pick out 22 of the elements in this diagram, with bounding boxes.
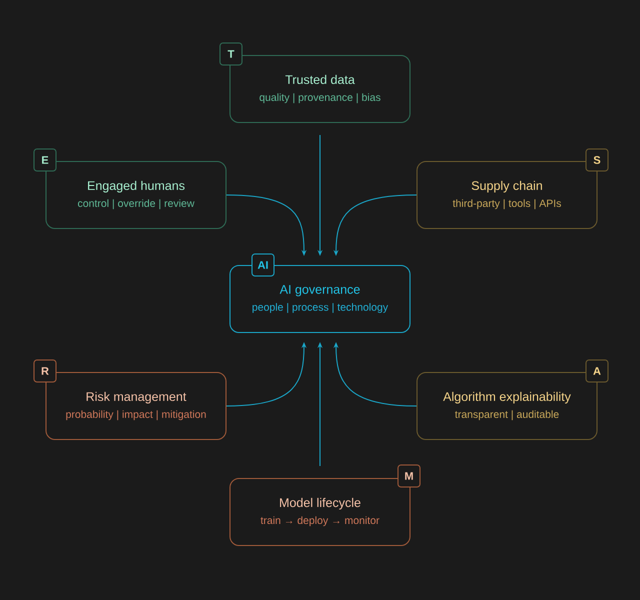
node-subtitle: people | process | technology (252, 303, 388, 313)
letter-badge: AI (252, 254, 274, 276)
node-subtitle: control | override | review (78, 199, 194, 210)
letter-badge: A (586, 360, 608, 382)
node-subtitle: probability | impact | mitigation (66, 410, 206, 420)
letter-badge: M (398, 464, 420, 488)
node-title: Model lifecycle (280, 498, 360, 510)
card-box (230, 478, 410, 546)
node-title: AI governance (280, 285, 360, 296)
node-subtitle: train → deploy → monitor (260, 516, 380, 526)
node-title: Engaged humans (88, 180, 185, 192)
node-title: Trusted data (285, 74, 355, 84)
node-subtitle: third-party | tools | APIs (452, 199, 561, 210)
node-title: Supply chain (472, 180, 542, 192)
letter-badge: S (586, 148, 608, 172)
node-title: Algorithm explainability (443, 392, 571, 404)
node-title: Risk management (86, 392, 186, 404)
letter-badge: E (34, 148, 56, 172)
node-subtitle: quality | provenance | bias (260, 93, 380, 104)
node-subtitle: transparent | auditable (455, 410, 559, 420)
letter-badge: R (34, 360, 56, 382)
letter-badge: T (220, 42, 242, 66)
